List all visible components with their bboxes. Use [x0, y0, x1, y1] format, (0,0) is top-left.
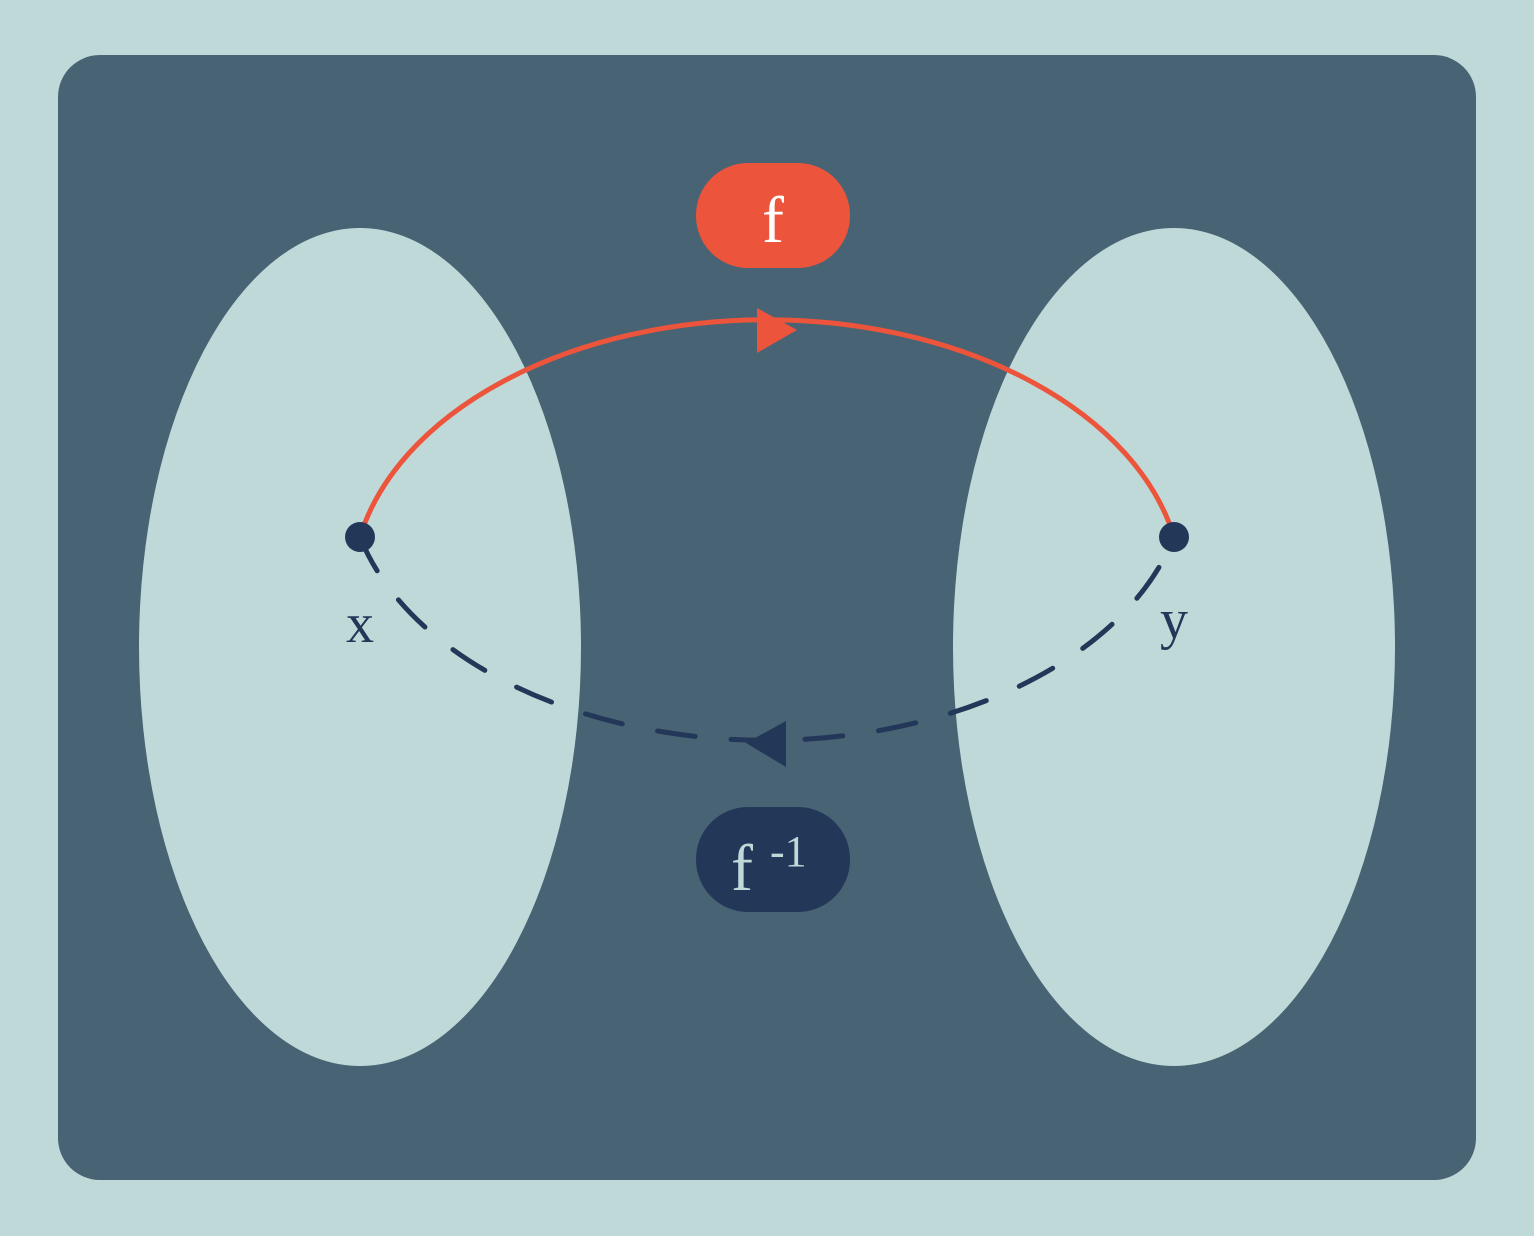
point-y-label: y — [1160, 589, 1188, 651]
inverse-exponent: -1 — [770, 827, 807, 876]
inverse-arrowhead-icon — [746, 721, 786, 767]
inverse-map-badge — [696, 807, 850, 912]
codomain-set — [953, 228, 1395, 1066]
domain-set — [139, 228, 581, 1066]
forward-arrowhead-icon — [757, 308, 797, 353]
forward-map-badge — [696, 163, 850, 268]
point-x — [345, 522, 375, 552]
point-x-label: x — [346, 593, 374, 655]
point-y — [1159, 522, 1189, 552]
inverse-map-label: f — [731, 832, 753, 905]
forward-map-label: f — [762, 184, 784, 257]
